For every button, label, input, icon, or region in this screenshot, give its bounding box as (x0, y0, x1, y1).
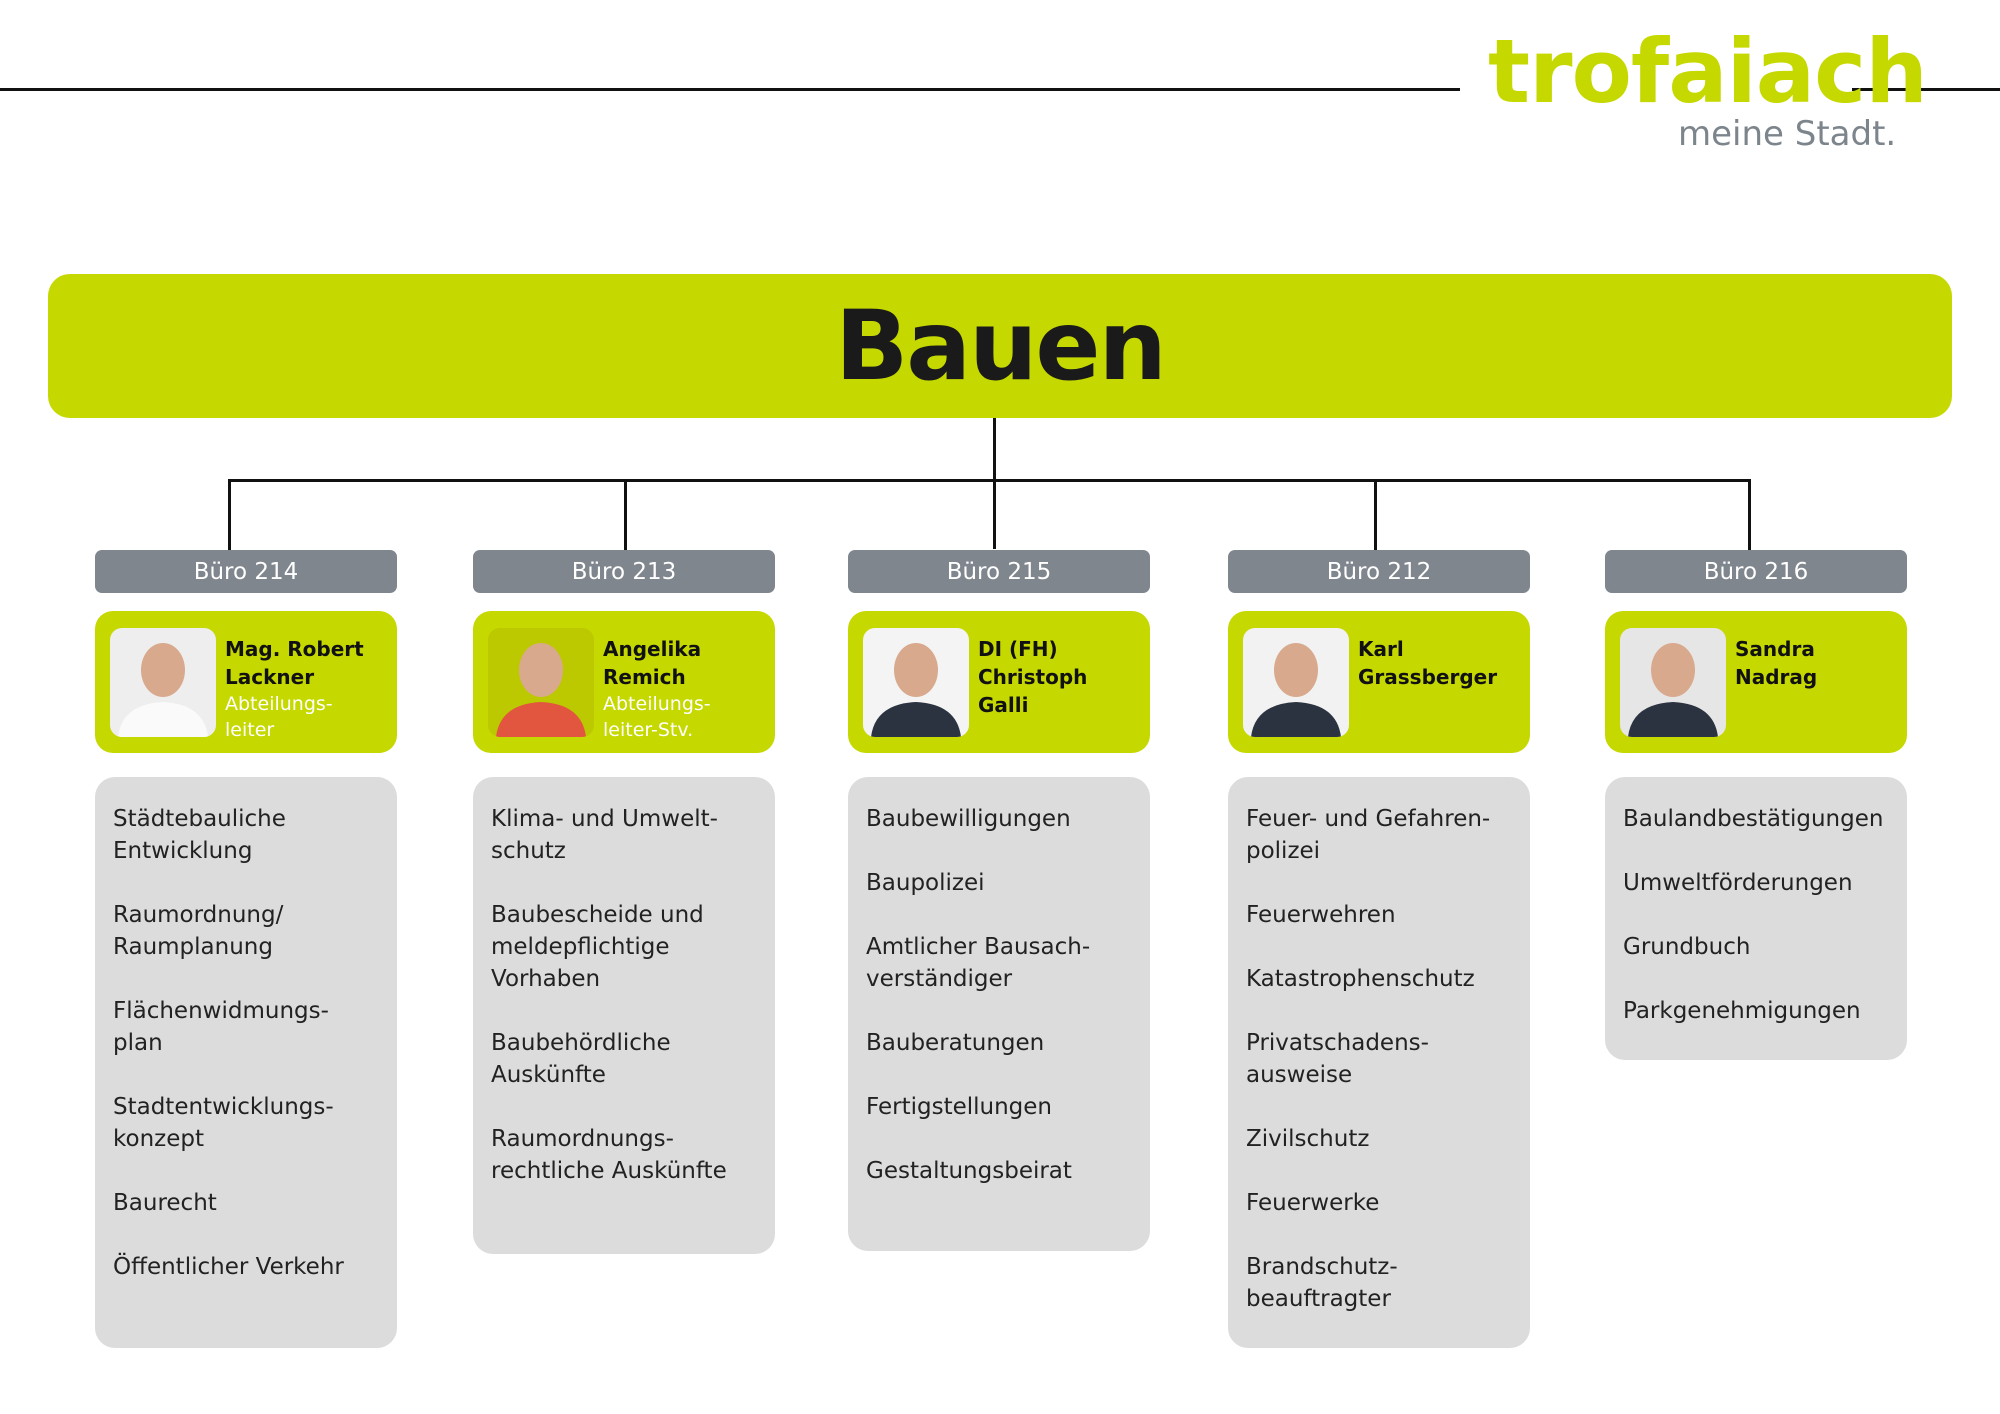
connector-branch (228, 479, 231, 550)
responsibility-item: Klima- und Umwelt- schutz (491, 806, 718, 864)
responsibility-item: Grundbuch (1623, 934, 1751, 960)
responsibility-item: Baubescheide und meldepflichtige Vorhabe… (491, 902, 704, 992)
person-card: Mag. Robert Lackner Abteilungs- leiter (95, 611, 397, 753)
header-rule-right (1852, 88, 2000, 91)
person-avatar-icon (118, 643, 208, 737)
person-name: Sandra Nadrag (1735, 637, 1818, 689)
office-number: Büro 212 (1326, 558, 1432, 585)
responsibility-item: Baubehördliche Auskünfte (491, 1030, 671, 1088)
responsibility-item: Öffentlicher Verkehr (113, 1254, 344, 1280)
responsibility-item: Gestaltungsbeirat (866, 1158, 1072, 1184)
responsibility-item: Baurecht (113, 1190, 217, 1216)
trofaiach-logo: trofaiach meine Stadt. (1488, 20, 1928, 155)
responsibility-item: Parkgenehmigungen (1623, 998, 1861, 1024)
office-column: Büro 216 Sandra Nadrag Baulandbestätigun… (1605, 550, 1907, 1060)
person-name: DI (FH) Christoph Galli (978, 637, 1088, 717)
person-name: Karl Grassberger (1358, 637, 1498, 689)
person-role: Abteilungs- leiter (225, 693, 333, 741)
connector-branch (1374, 479, 1377, 550)
responsibility-item: Privatschadens- ausweise (1246, 1030, 1429, 1088)
person-card: Sandra Nadrag (1605, 611, 1907, 753)
department-title: Bauen (835, 290, 1167, 402)
responsibility-item: Baubewilligungen (866, 806, 1071, 832)
office-number: Büro 216 (1703, 558, 1809, 585)
person-photo (488, 628, 594, 737)
connector-branch (624, 479, 627, 550)
office-column: Büro 215 DI (FH) Christoph Galli Baubewi… (848, 550, 1150, 1251)
connector-bar (228, 479, 1751, 482)
responsibility-item: Städtebauliche Entwicklung (113, 806, 286, 864)
responsibility-item: Umweltförderungen (1623, 870, 1853, 896)
office-column: Büro 214 Mag. Robert Lackner Abteilungs-… (95, 550, 397, 1348)
person-photo (1620, 628, 1726, 737)
responsibility-item: Raumordnung/ Raumplanung (113, 902, 284, 960)
logo-tagline: meine Stadt. (1678, 114, 1897, 154)
responsibility-item: Zivilschutz (1246, 1126, 1370, 1152)
header-rule-left (0, 88, 1460, 91)
person-card: DI (FH) Christoph Galli (848, 611, 1150, 753)
person-avatar-icon (1628, 643, 1718, 737)
logo-brand: trofaiach (1488, 20, 1928, 123)
office-column: Büro 213 Angelika Remich Abteilungs- lei… (473, 550, 775, 1254)
responsibility-item: Feuerwerke (1246, 1190, 1380, 1216)
person-avatar-icon (496, 643, 586, 737)
office-label: Büro 216 (1605, 550, 1907, 593)
person-photo (110, 628, 216, 737)
office-number: Büro 213 (571, 558, 677, 585)
person-photo (1243, 628, 1349, 737)
responsibility-item: Amtlicher Bausach- verständiger (866, 934, 1091, 992)
office-label: Büro 214 (95, 550, 397, 593)
responsibility-item: Feuerwehren (1246, 902, 1396, 928)
connector-branch (1748, 479, 1751, 550)
office-label: Büro 212 (1228, 550, 1530, 593)
office-column: Büro 212 Karl Grassberger Feuer- und Gef… (1228, 550, 1530, 1348)
responsibility-item: Baupolizei (866, 870, 985, 896)
responsibility-item: Flächenwidmungs- plan (113, 998, 329, 1056)
responsibility-item: Bauberatungen (866, 1030, 1045, 1056)
responsibility-item: Feuer- und Gefahren- polizei (1246, 806, 1491, 864)
connector-trunk (993, 418, 996, 549)
person-name: Angelika Remich (603, 637, 702, 689)
office-number: Büro 214 (193, 558, 299, 585)
person-name: Mag. Robert Lackner (225, 637, 364, 689)
person-avatar-icon (1251, 643, 1341, 737)
person-card: Karl Grassberger (1228, 611, 1530, 753)
office-label: Büro 215 (848, 550, 1150, 593)
person-card: Angelika Remich Abteilungs- leiter-Stv. (473, 611, 775, 753)
responsibility-item: Fertigstellungen (866, 1094, 1052, 1120)
person-photo (863, 628, 969, 737)
responsibility-item: Katastrophenschutz (1246, 966, 1475, 992)
responsibility-item: Stadtentwicklungs- konzept (113, 1094, 334, 1152)
department-banner: Bauen (48, 274, 1952, 418)
responsibility-item: Brandschutz- beauftragter (1246, 1254, 1398, 1312)
office-label: Büro 213 (473, 550, 775, 593)
person-role: Abteilungs- leiter-Stv. (603, 693, 711, 741)
office-number: Büro 215 (946, 558, 1052, 585)
person-avatar-icon (871, 643, 961, 737)
responsibility-item: Baulandbestätigungen (1623, 806, 1884, 832)
responsibility-item: Raumordnungs- rechtliche Auskünfte (491, 1126, 727, 1184)
